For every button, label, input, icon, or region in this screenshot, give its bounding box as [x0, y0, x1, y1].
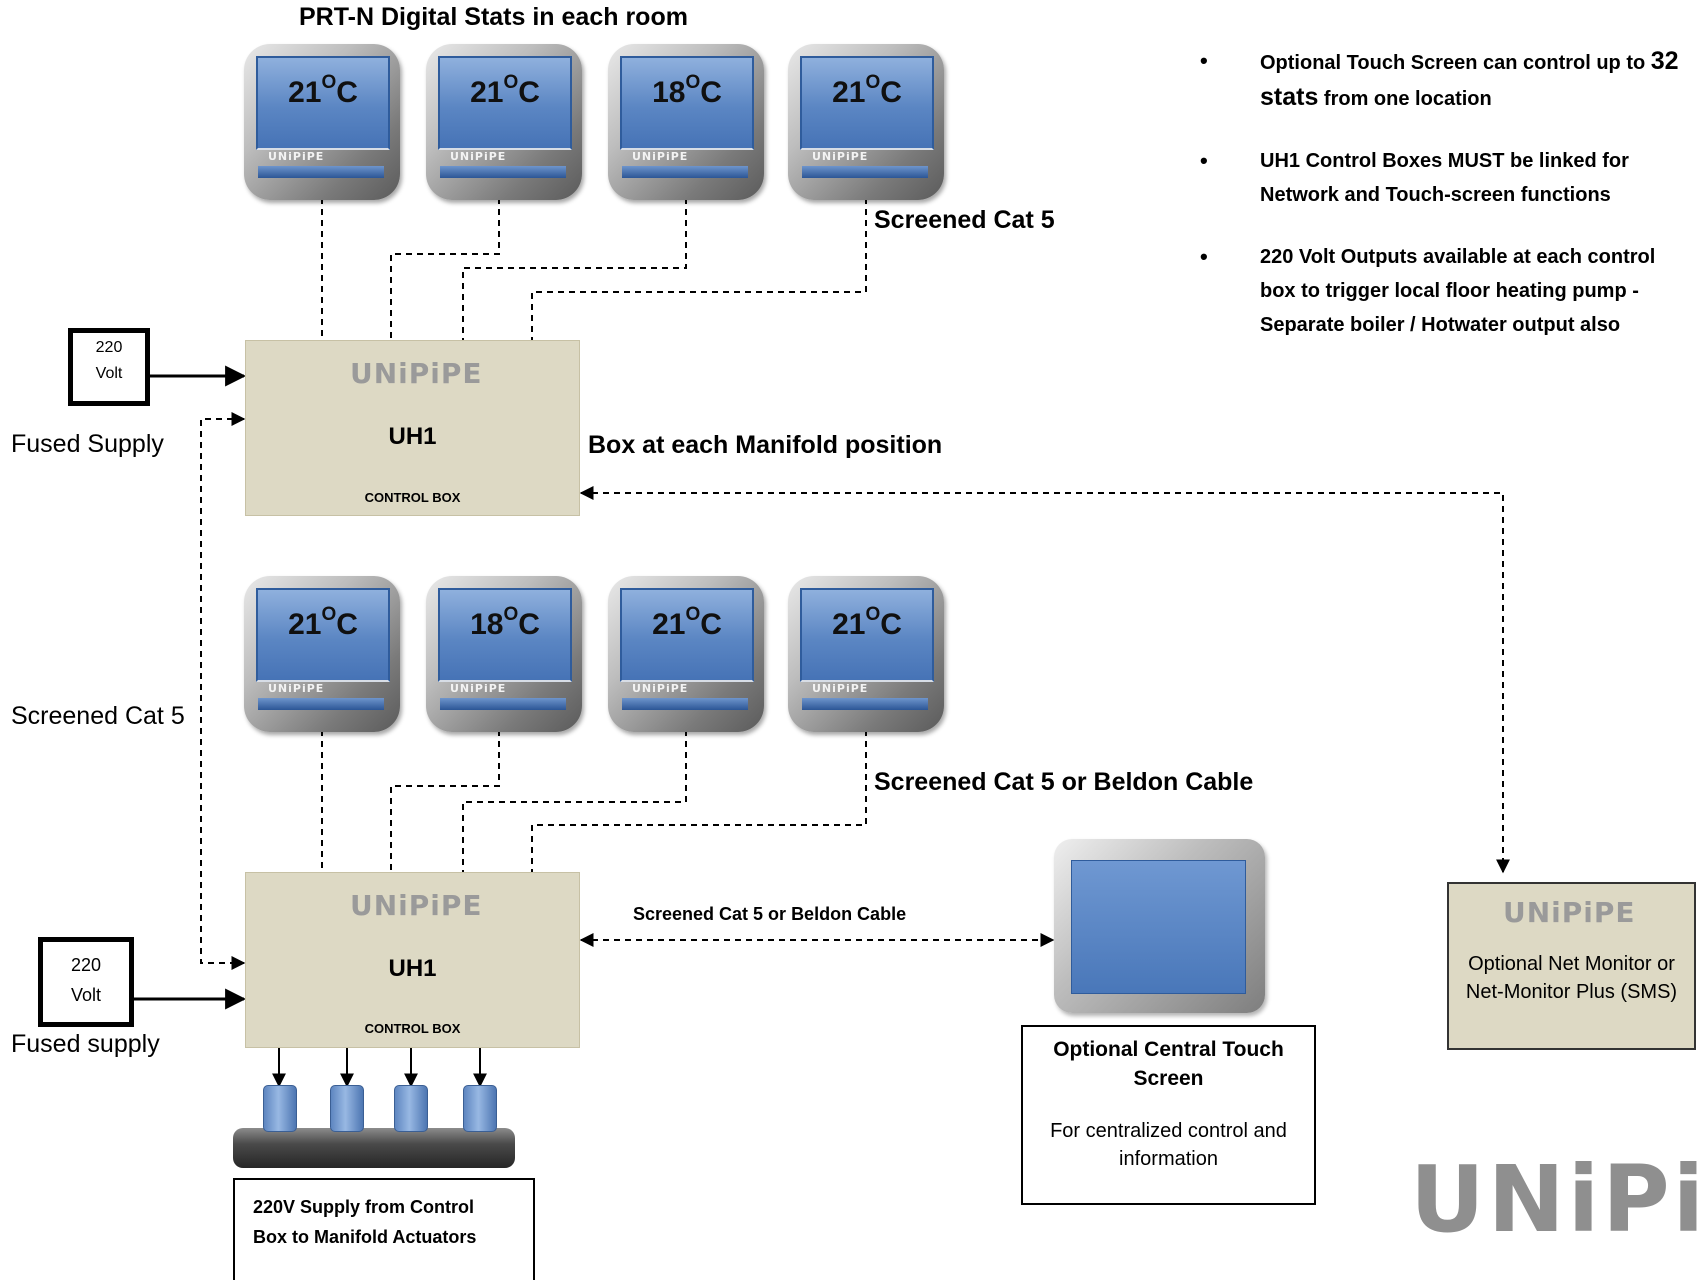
touch-screen-title: Optional Central Touch Screen [1053, 1038, 1284, 1090]
feature-bullets: Optional Touch Screen can control up to … [1200, 44, 1680, 370]
bottom-wire-2 [390, 730, 500, 872]
stat-bar [622, 698, 748, 710]
stat-bar [258, 698, 384, 710]
control-box-bottom: UNiPiPE UH1 CONTROL BOX [245, 872, 580, 1048]
label-box-each-manifold: Box at each Manifold position [588, 431, 943, 459]
stat-bar [440, 698, 566, 710]
stat-screen: 21OC [256, 56, 390, 150]
stat-brand: UNiPiPE [268, 150, 325, 163]
label-screened-cat5-beldon: Screened Cat 5 or Beldon Cable [874, 768, 1254, 796]
label-screened-cat5-top: Screened Cat 5 [874, 206, 1055, 234]
stat-bar [802, 166, 928, 178]
thermostat-top-3: 18OC UNiPiPE [608, 44, 764, 200]
stat-screen: 21OC [800, 588, 934, 682]
actuator-icon [394, 1085, 428, 1132]
control-box-name: UH1 [388, 423, 437, 450]
volt-box-bottom: 220 Volt [38, 937, 134, 1027]
volt-unit: Volt [70, 985, 102, 1005]
unipipe-corner-logo: UNiPiPE [1410, 1146, 1699, 1253]
stat-bar [440, 166, 566, 178]
stat-bar [622, 166, 748, 178]
thermostat-top-4: 21OC UNiPiPE [788, 44, 944, 200]
stat-screen: 18OC [620, 56, 754, 150]
stat-temperature: 18OC [470, 604, 540, 641]
label-fused-supply-top: Fused Supply [11, 430, 164, 458]
bottom-wire-3 [462, 730, 687, 872]
control-box-name: UH1 [388, 955, 437, 982]
volt-value: 220 [95, 339, 123, 356]
stat-temperature: 21OC [288, 604, 358, 641]
label-fused-supply-bottom: Fused supply [11, 1030, 160, 1058]
stat-brand: UNiPiPE [268, 682, 325, 695]
stat-screen: 21OC [800, 56, 934, 150]
touch-screen-box: Optional Central Touch Screen For centra… [1021, 1025, 1316, 1205]
touch-screen-icon [1054, 839, 1265, 1013]
label-touch-link: Screened Cat 5 or Beldon Cable [633, 904, 907, 924]
control-box-top: UNiPiPE UH1 CONTROL BOX [245, 340, 580, 516]
stat-temperature: 18OC [652, 72, 722, 109]
bullet-touch-screen: Optional Touch Screen can control up to … [1200, 44, 1680, 116]
bottom-wire-4 [531, 730, 867, 872]
box-link-wire [200, 412, 246, 970]
supply-note-text: 220V Supply from Control Box to Manifold… [253, 1197, 477, 1247]
control-box-caption: CONTROL BOX [364, 1021, 461, 1036]
stat-brand: UNiPiPE [450, 682, 507, 695]
net-monitor-text: Optional Net Monitor or Net-Monitor Plus… [1465, 953, 1678, 1003]
touch-screen-display [1071, 860, 1246, 994]
volt-value: 220 [70, 955, 102, 975]
stat-brand: UNiPiPE [450, 150, 507, 163]
touch-screen-desc: For centralized control and information [1050, 1120, 1287, 1170]
volt-unit: Volt [95, 365, 123, 382]
top-wire-4 [531, 198, 867, 340]
thermostat-bottom-2: 18OC UNiPiPE [426, 576, 582, 732]
unipipe-logo: UNiPiPE [350, 357, 483, 390]
top-wire-3 [462, 198, 687, 340]
stat-screen: 18OC [438, 588, 572, 682]
thermostat-top-2: 21OC UNiPiPE [426, 44, 582, 200]
stat-screen: 21OC [438, 56, 572, 150]
stat-temperature: 21OC [832, 72, 902, 109]
top-wire-2 [390, 198, 500, 340]
volt-box-top: 220 Volt [68, 328, 150, 406]
bullet-uh1-linked: UH1 Control Boxes MUST be linked for Net… [1200, 144, 1680, 212]
thermostat-top-1: 21OC UNiPiPE [244, 44, 400, 200]
stat-brand: UNiPiPE [632, 150, 689, 163]
stat-temperature: 21OC [288, 72, 358, 109]
actuator-icon [263, 1085, 297, 1132]
bullet-220v-outputs: 220 Volt Outputs available at each contr… [1200, 240, 1680, 342]
thermostat-bottom-4: 21OC UNiPiPE [788, 576, 944, 732]
stat-brand: UNiPiPE [812, 682, 869, 695]
stat-temperature: 21OC [832, 604, 902, 641]
actuator-icon [330, 1085, 364, 1132]
stat-brand: UNiPiPE [812, 150, 869, 163]
unipipe-logo: UNiPiPE [1503, 896, 1636, 929]
stat-screen: 21OC [256, 588, 390, 682]
stat-bar [802, 698, 928, 710]
unipipe-logo: UNiPiPE [350, 889, 483, 922]
stat-bar [258, 166, 384, 178]
label-screened-cat5-left: Screened Cat 5 [11, 702, 185, 730]
supply-note-box: 220V Supply from Control Box to Manifold… [233, 1178, 535, 1280]
stat-temperature: 21OC [652, 604, 722, 641]
net-monitor-box: UNiPiPE Optional Net Monitor or Net-Moni… [1447, 882, 1696, 1050]
diagram-title: PRT-N Digital Stats in each room [299, 3, 688, 31]
stat-brand: UNiPiPE [632, 682, 689, 695]
thermostat-bottom-3: 21OC UNiPiPE [608, 576, 764, 732]
manifold-bar [233, 1128, 515, 1168]
thermostat-bottom-1: 21OC UNiPiPE [244, 576, 400, 732]
control-box-caption: CONTROL BOX [364, 490, 461, 505]
stat-screen: 21OC [620, 588, 754, 682]
stat-temperature: 21OC [470, 72, 540, 109]
actuator-icon [463, 1085, 497, 1132]
